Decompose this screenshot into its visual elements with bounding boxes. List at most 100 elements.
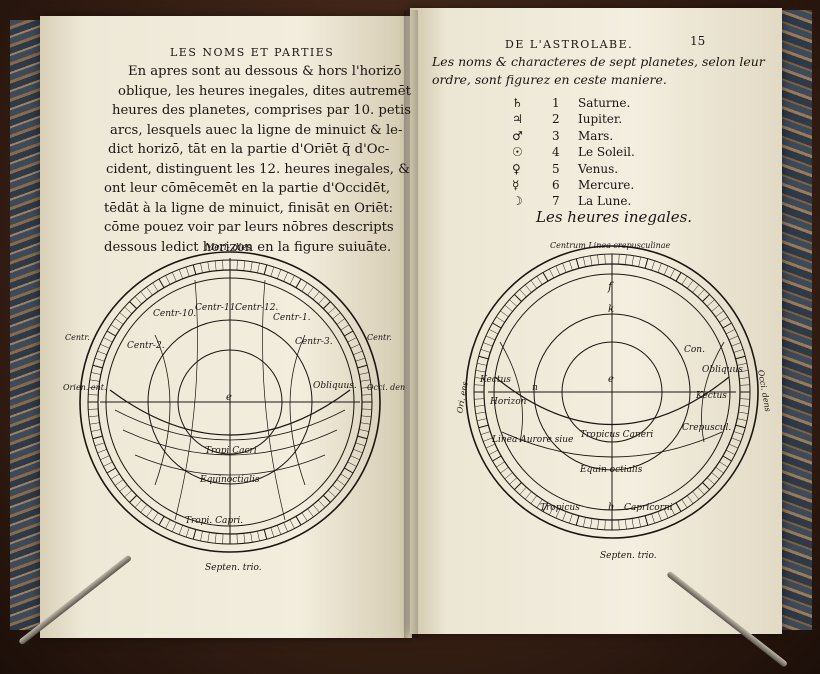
tick-mark <box>692 491 700 500</box>
tick-mark <box>295 278 302 288</box>
tick-mark <box>289 275 295 285</box>
tick-marks <box>474 254 750 530</box>
tick-mark <box>357 435 368 440</box>
horizon-arc <box>109 389 351 436</box>
tick-mark <box>555 265 561 276</box>
tick-mark <box>562 511 567 521</box>
label-e: e <box>608 374 614 385</box>
tick-mark <box>307 508 314 518</box>
tick-mark <box>146 286 153 296</box>
tick-mark <box>737 363 748 366</box>
tick-mark <box>663 508 669 519</box>
tick-mark <box>485 335 496 341</box>
tick-mark <box>590 518 593 529</box>
tick-mark <box>604 254 606 265</box>
tick-mark <box>312 504 320 513</box>
label-septentrio: Septen. trio. <box>205 563 262 573</box>
tick-mark <box>625 254 627 265</box>
tick-mark <box>236 533 238 544</box>
tick-mark <box>733 431 744 435</box>
tick-mark <box>301 282 308 292</box>
tick-mark <box>88 386 99 389</box>
label-centr-1: Centr-1. <box>273 313 311 323</box>
tick-mark <box>728 335 739 341</box>
label-centr-3: Centr-3. <box>295 337 333 347</box>
tick-mark <box>731 342 741 347</box>
tick-mark <box>347 461 357 467</box>
tick-mark <box>625 519 627 530</box>
tick-mark <box>474 405 485 407</box>
label-con: Con. <box>684 345 705 355</box>
tick-mark <box>277 269 282 279</box>
tick-mark <box>88 408 99 410</box>
tick-mark <box>675 502 682 512</box>
tick-mark <box>725 329 736 335</box>
tick-mark <box>347 337 357 343</box>
tick-mark <box>250 532 253 543</box>
tick-mark <box>344 330 354 337</box>
tick-mark <box>474 398 485 400</box>
tick-mark <box>350 455 360 460</box>
tick-mark <box>277 525 282 535</box>
tick-mark <box>492 455 502 462</box>
tick-mark <box>735 424 746 429</box>
tick-mark <box>134 499 142 508</box>
tick-mark <box>562 263 567 273</box>
left-text-line: tēdāt à la ligne de minuict, finisāt en … <box>104 201 394 216</box>
tick-mark <box>158 278 165 288</box>
right-running-header: DE L'ASTROLABE. <box>505 38 634 51</box>
tick-mark <box>509 299 518 307</box>
tick-mark <box>681 499 688 508</box>
tick-mark <box>106 467 116 474</box>
tick-mark <box>92 364 103 369</box>
tick-mark <box>336 318 346 325</box>
label-centrum-linea: Centrum Linea crepusculinae <box>550 241 670 250</box>
planet-symbol-icon: ☽ <box>512 194 523 209</box>
tick-mark <box>739 398 750 400</box>
label-horizon: Horizon <box>489 397 527 407</box>
tick-mark <box>178 525 183 535</box>
tick-mark <box>542 272 549 282</box>
tick-mark <box>322 494 331 503</box>
label-centr-right: Centr. <box>367 333 392 342</box>
tick-mark <box>651 513 655 524</box>
tick-mark <box>94 442 105 447</box>
tick-mark <box>200 531 203 541</box>
tick-mark <box>88 415 99 418</box>
tick-mark <box>530 280 537 289</box>
tick-mark <box>340 473 350 480</box>
tick-mark <box>711 304 720 312</box>
tick-mark <box>715 310 724 317</box>
tick-mark <box>110 473 120 480</box>
tick-mark <box>514 294 522 302</box>
tick-mark <box>519 289 527 298</box>
tick-mark <box>357 364 368 369</box>
tick-mark <box>222 533 224 544</box>
tick-mark <box>270 266 275 277</box>
tick-mark <box>722 455 732 462</box>
tick-mark <box>638 517 641 528</box>
tick-mark <box>697 289 705 298</box>
tick-mark <box>618 254 620 265</box>
planet-number: 2 <box>552 112 560 127</box>
tick-mark <box>355 357 366 362</box>
hour-arc <box>134 454 326 476</box>
tick-mark <box>332 484 341 492</box>
tick-mark <box>92 435 103 440</box>
tick-mark <box>236 260 238 271</box>
planet-symbol-icon: ♄ <box>512 96 523 110</box>
planet-name: Iupiter. <box>578 112 623 127</box>
tick-mark <box>524 284 532 293</box>
tick-mark <box>722 322 732 329</box>
left-text-line: heures des planetes, comprises par 10. p… <box>112 103 411 118</box>
tick-mark <box>476 363 487 366</box>
tick-mark <box>739 405 750 407</box>
tick-mark <box>687 495 694 504</box>
tick-mark <box>165 275 171 285</box>
label-kectus-right: Kectus <box>695 391 727 401</box>
intro-line: ordre, sont figurez en ceste maniere. <box>432 72 667 87</box>
